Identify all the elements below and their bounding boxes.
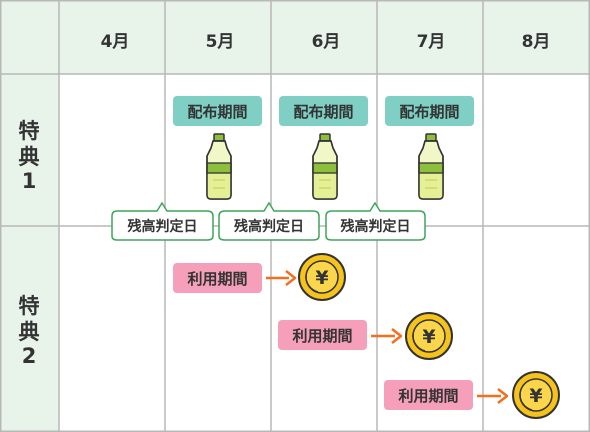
usage-badge-jul: 利用期間 (384, 380, 473, 410)
month-header-may: 5月 (206, 32, 235, 52)
yen-coin-icon (512, 371, 560, 419)
month-header-jul: 7月 (417, 32, 446, 52)
distribution-badge-may: 配布期間 (173, 96, 262, 126)
usage-badge-may: 利用期間 (173, 263, 262, 293)
green-tea-bottle-icon (418, 133, 444, 200)
arrow-right-icon (477, 388, 509, 404)
row1-label-char3: 1 (22, 169, 37, 193)
month-header-apr: 4月 (101, 32, 130, 52)
usage-label: 利用期間 (292, 327, 352, 345)
usage-label: 利用期間 (187, 270, 247, 288)
row-label-column-background (0, 74, 59, 432)
header-row-background (0, 0, 590, 74)
distribution-badge-jun: 配布期間 (279, 96, 368, 126)
distribution-label: 配布期間 (399, 103, 459, 121)
row1-label-char1: 特 (19, 119, 40, 143)
cutoff-date-callout-3: 残高判定日 (325, 201, 426, 241)
cutoff-label: 残高判定日 (128, 218, 198, 235)
row2-label-char2: 典 (19, 320, 40, 344)
cutoff-date-callout-2: 残高判定日 (218, 201, 320, 241)
cutoff-label: 残高判定日 (341, 218, 411, 235)
yen-coin-icon (298, 253, 346, 301)
cutoff-date-callout-1: 残高判定日 (111, 201, 214, 241)
distribution-badge-jul: 配布期間 (385, 96, 474, 126)
green-tea-bottle-icon (206, 133, 232, 200)
cutoff-label: 残高判定日 (234, 218, 304, 235)
month-header-jun: 6月 (312, 32, 341, 52)
row2-label-char3: 2 (22, 344, 37, 368)
distribution-label: 配布期間 (187, 103, 247, 121)
usage-label: 利用期間 (398, 387, 458, 405)
green-tea-bottle-icon (312, 133, 338, 200)
usage-badge-jun: 利用期間 (278, 320, 367, 350)
row2-label-char1: 特 (19, 294, 40, 318)
arrow-right-icon (371, 328, 403, 344)
month-header-aug: 8月 (522, 32, 551, 52)
arrow-right-icon (266, 270, 297, 286)
yen-coin-icon (405, 312, 453, 360)
distribution-label: 配布期間 (293, 103, 353, 121)
row1-label-char2: 典 (19, 145, 40, 169)
